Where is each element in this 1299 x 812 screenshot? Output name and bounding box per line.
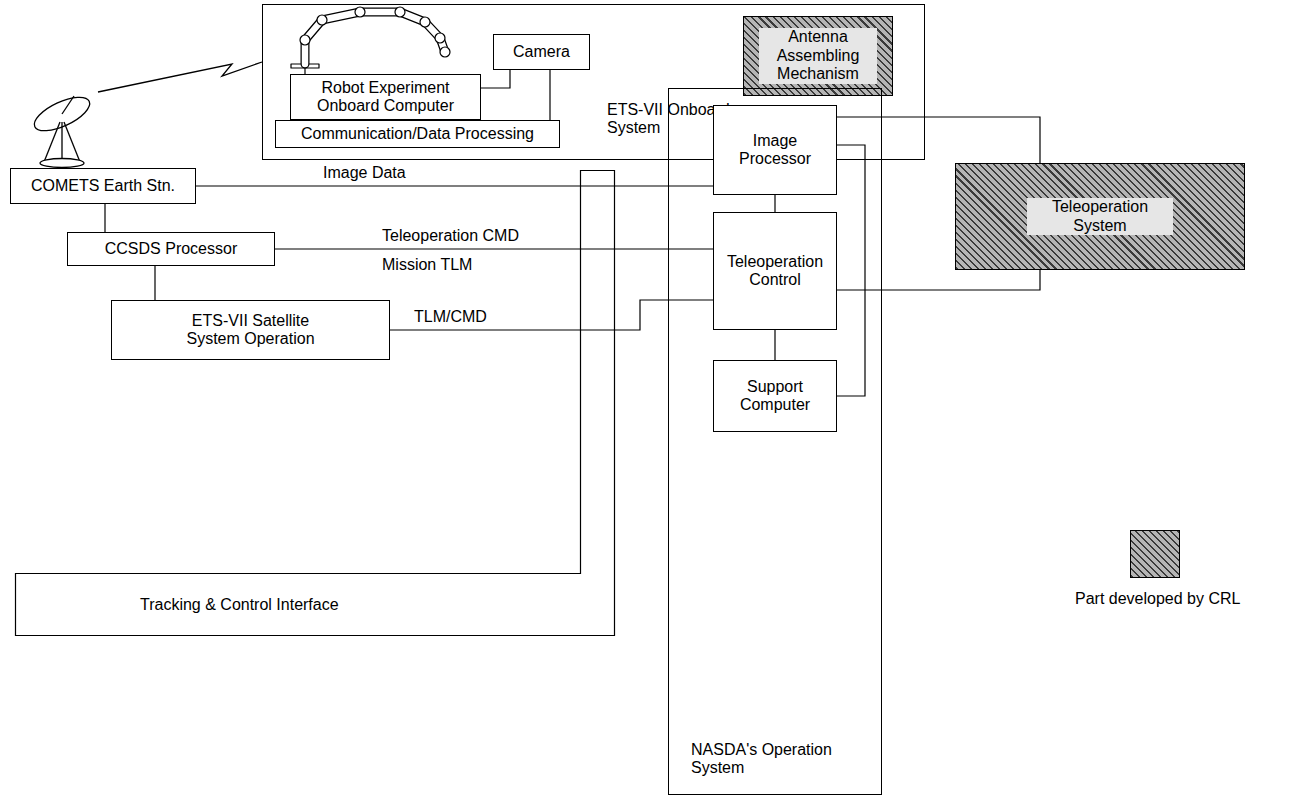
- box-label: ETS-VII Satellite System Operation: [176, 312, 326, 349]
- interface-band: Tracking & Control Interface: [15, 170, 615, 636]
- box-label: Camera: [513, 43, 570, 61]
- process-box: Robot Experiment Onboard Computer: [290, 74, 481, 120]
- box-label: Antenna Assembling Mechanism: [759, 28, 877, 83]
- connector-line: [837, 270, 1040, 290]
- connector-line: [481, 70, 510, 88]
- process-box: Teleoperation Control: [713, 212, 837, 330]
- box-label: Support Computer: [720, 378, 830, 415]
- group-label: NASDA's Operation System: [691, 741, 866, 778]
- process-box: Support Computer: [713, 360, 837, 432]
- connector-line: [154, 266, 155, 300]
- connector-line: [275, 248, 713, 249]
- connector-line: [549, 70, 550, 120]
- dish-leg: [61, 122, 62, 163]
- operation-system-group: NASDA's Operation System Image ProcessorT…: [668, 88, 882, 795]
- crl-part-box: Teleoperation System: [955, 163, 1245, 270]
- connector-line: [104, 204, 105, 232]
- arm-outline: [305, 12, 445, 64]
- process-box: Camera: [493, 34, 590, 70]
- process-box: CCSDS Processor: [67, 232, 275, 266]
- dish-antenna: [30, 90, 95, 167]
- box-label: Communication/Data Processing: [301, 125, 534, 143]
- legend-swatch: [1130, 530, 1180, 578]
- robot-arm: [291, 7, 450, 74]
- connector-line: [837, 145, 865, 396]
- box-label: Teleoperation Control: [720, 253, 830, 290]
- dish-base: [40, 159, 84, 168]
- connector-line: [837, 117, 1040, 163]
- signal-label: TLM/CMD: [412, 308, 489, 326]
- legend-label: Part developed by CRL: [1075, 590, 1240, 608]
- arm-joints: [300, 7, 450, 57]
- group-label: Tracking & Control Interface: [140, 596, 339, 614]
- interface-outline: [16, 171, 615, 636]
- box-label: Image Processor: [720, 132, 830, 169]
- process-box: Image Processor: [713, 105, 837, 195]
- station-box: COMETS Earth Stn.: [10, 168, 196, 204]
- connector-line: [774, 330, 775, 360]
- signal-label: Image Data: [321, 164, 408, 182]
- process-box: Communication/Data Processing: [275, 120, 560, 148]
- process-box: ETS-VII Satellite System Operation: [111, 300, 390, 360]
- crl-part-box: Antenna Assembling Mechanism: [743, 16, 893, 96]
- dish-feed: [62, 96, 74, 114]
- radio-link: [98, 62, 262, 92]
- box-label: COMETS Earth Stn.: [31, 177, 175, 195]
- signal-label: Teleoperation CMD: [380, 227, 521, 245]
- box-label: CCSDS Processor: [105, 240, 237, 258]
- dish-leg: [44, 122, 60, 162]
- box-label: Robot Experiment Onboard Computer: [297, 79, 474, 116]
- connector-line: [196, 185, 713, 186]
- connector-line: [390, 300, 713, 330]
- box-label: Teleoperation System: [1027, 198, 1173, 235]
- signal-label: Mission TLM: [380, 256, 474, 274]
- dish-leg: [64, 122, 80, 162]
- interface-outline: [15, 170, 615, 636]
- arm-fill: [305, 12, 445, 64]
- connector-line: [774, 195, 775, 212]
